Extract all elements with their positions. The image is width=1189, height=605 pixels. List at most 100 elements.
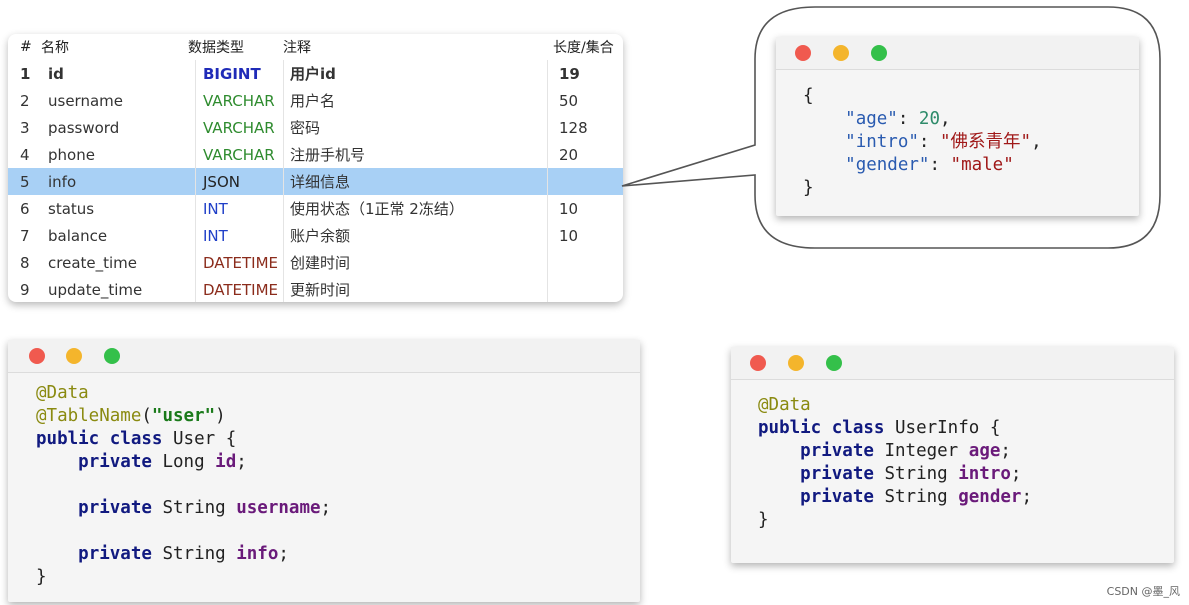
- userinfo-class-code: @Data public class UserInfo { private In…: [758, 395, 1032, 530]
- open-brace: {: [225, 429, 237, 449]
- database-table: # 名称 数据类型 注释 长度/集合 1 id BIGINT 用户id 19 2…: [8, 34, 623, 302]
- table-row[interactable]: 8 create_time DATETIME 创建时间: [8, 249, 623, 276]
- table-row[interactable]: 9 update_time DATETIME 更新时间: [8, 276, 623, 302]
- row-type-text: VARCHAR: [203, 145, 275, 164]
- close-window-icon[interactable]: [29, 348, 45, 364]
- json-close-brace: }: [803, 178, 814, 198]
- field-name: username: [236, 498, 321, 518]
- close-brace: }: [36, 567, 47, 587]
- maximize-window-icon[interactable]: [826, 355, 842, 371]
- json-value: 20: [918, 109, 940, 129]
- row-name: update_time: [48, 280, 143, 299]
- field-type: String: [162, 544, 226, 564]
- annotation-tablename: @TableName: [36, 406, 142, 426]
- class-name: UserInfo: [895, 418, 980, 438]
- row-type-text: BIGINT: [203, 64, 261, 83]
- keyword-class: class: [831, 418, 885, 438]
- row-name: balance: [48, 226, 108, 245]
- row-length: [547, 249, 623, 276]
- row-num: 3: [20, 118, 30, 137]
- row-type-text: VARCHAR: [203, 91, 275, 110]
- table-row[interactable]: 2 username VARCHAR 用户名 50: [8, 87, 623, 114]
- header-name[interactable]: 名称: [41, 40, 69, 56]
- class-name: User: [173, 429, 216, 449]
- window-titlebar: [731, 347, 1174, 380]
- row-type: DATETIME: [195, 276, 281, 302]
- row-type-text: INT: [203, 199, 228, 218]
- keyword-public: public: [36, 429, 100, 449]
- field-name: intro: [958, 464, 1011, 484]
- row-comment: 用户id: [283, 60, 555, 87]
- row-comment: 创建时间: [283, 249, 555, 276]
- row-comment: 账户余额: [283, 222, 555, 249]
- minimize-window-icon[interactable]: [788, 355, 804, 371]
- json-key: "age": [845, 109, 898, 129]
- watermark: CSDN @墨_风: [1106, 585, 1180, 598]
- json-code: { "age": 20, "intro": "佛系青年", "gender": …: [803, 86, 1042, 198]
- row-num: 8: [20, 253, 30, 272]
- field-name: info: [236, 544, 279, 564]
- maximize-window-icon[interactable]: [104, 348, 120, 364]
- field-name: id: [215, 452, 237, 472]
- row-comment: 使用状态（1正常 2冻结）: [283, 195, 555, 222]
- json-key: "intro": [845, 132, 919, 152]
- row-name: status: [48, 199, 95, 218]
- table-row[interactable]: 3 password VARCHAR 密码 128: [8, 114, 623, 141]
- row-num: 4: [20, 145, 30, 164]
- field-type: String: [884, 487, 948, 507]
- row-length: [547, 276, 623, 302]
- keyword-private: private: [78, 452, 152, 472]
- row-length: 19: [547, 60, 623, 87]
- table-row[interactable]: 7 balance INT 账户余额 10: [8, 222, 623, 249]
- row-length: 10: [547, 195, 623, 222]
- annotation-data: @Data: [758, 395, 811, 415]
- row-type: BIGINT: [195, 60, 281, 87]
- keyword-private: private: [800, 487, 874, 507]
- user-class-window: @Data @TableName("user") public class Us…: [8, 340, 640, 602]
- keyword-class: class: [109, 429, 163, 449]
- row-num: 7: [20, 226, 30, 245]
- table-row[interactable]: 6 status INT 使用状态（1正常 2冻结） 10: [8, 195, 623, 222]
- minimize-window-icon[interactable]: [66, 348, 82, 364]
- row-type: VARCHAR: [195, 141, 281, 168]
- close-brace: }: [758, 510, 769, 530]
- row-comment: 用户名: [283, 87, 555, 114]
- row-name: id: [48, 64, 64, 83]
- field-type: String: [162, 498, 226, 518]
- row-length: 128: [547, 114, 623, 141]
- header-type[interactable]: 数据类型: [188, 40, 244, 56]
- close-window-icon[interactable]: [795, 45, 811, 61]
- field-type: Long: [162, 452, 205, 472]
- table-row[interactable]: 4 phone VARCHAR 注册手机号 20: [8, 141, 623, 168]
- field-name: age: [968, 441, 1001, 461]
- keyword-private: private: [78, 544, 152, 564]
- table-row-selected[interactable]: 5 info JSON 详细信息: [8, 168, 623, 195]
- header-comment[interactable]: 注释: [283, 40, 311, 56]
- row-comment: 详细信息: [283, 168, 555, 195]
- field-type: String: [884, 464, 948, 484]
- annotation-data: @Data: [36, 383, 89, 403]
- open-brace: {: [989, 418, 1001, 438]
- row-name: password: [48, 118, 120, 137]
- json-value: "male": [950, 155, 1014, 175]
- close-window-icon[interactable]: [750, 355, 766, 371]
- table-header: # 名称 数据类型 注释 长度/集合: [8, 34, 623, 60]
- row-type: VARCHAR: [195, 114, 281, 141]
- row-comment: 注册手机号: [283, 141, 555, 168]
- tablename-arg: "user": [151, 406, 216, 426]
- row-name: username: [48, 91, 123, 110]
- row-type: JSON: [195, 168, 281, 195]
- header-num: #: [20, 39, 32, 55]
- table-row[interactable]: 1 id BIGINT 用户id 19: [8, 60, 623, 87]
- header-length[interactable]: 长度/集合: [553, 40, 614, 56]
- row-name: phone: [48, 145, 95, 164]
- maximize-window-icon[interactable]: [871, 45, 887, 61]
- minimize-window-icon[interactable]: [833, 45, 849, 61]
- field-type: Integer: [884, 441, 959, 461]
- json-open-brace: {: [803, 86, 814, 106]
- row-num: 2: [20, 91, 30, 110]
- window-titlebar: [776, 37, 1139, 70]
- json-key: "gender": [845, 155, 930, 175]
- row-type: VARCHAR: [195, 87, 281, 114]
- row-name: info: [48, 172, 77, 191]
